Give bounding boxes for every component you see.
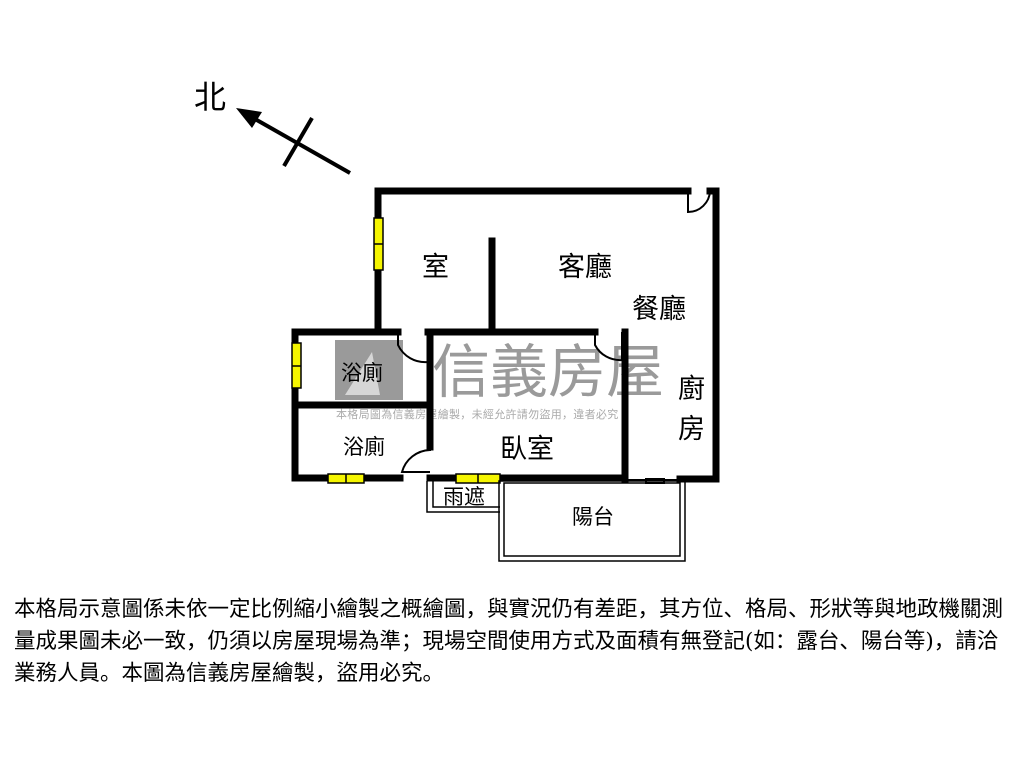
balcony-label: 陽台 — [572, 505, 614, 529]
room-label: 室 — [422, 252, 449, 283]
north-label: 北 — [194, 78, 226, 116]
kitchen-label-2: 房 — [678, 414, 705, 445]
kitchen-label-1: 廚 — [678, 374, 705, 405]
balcony-outline — [426, 480, 686, 562]
bathroom-2-label: 浴廁 — [343, 435, 385, 459]
arrow-head-icon — [236, 108, 262, 128]
doors — [397, 190, 711, 484]
door-entrance-icon — [687, 190, 711, 214]
windows — [291, 217, 501, 484]
bathroom-1-label: 浴廁 — [341, 361, 383, 385]
north-arrow: 北 — [194, 78, 351, 175]
living-room-label: 客廳 — [558, 252, 612, 283]
walls — [291, 187, 720, 484]
door-bath-icon — [397, 332, 429, 364]
watermark-brand: 信義房屋 — [432, 338, 664, 406]
door-kitchen-icon — [594, 332, 623, 362]
door-bath2-icon — [400, 447, 431, 473]
disclaimer-text: 本格局示意圖係未依一定比例縮小繪製之概繪圖，與實況仍有差距，其方位、格局、形狀等… — [14, 597, 1004, 686]
watermark: 信義房屋 本格局圖為信義房屋繪製，未經允許請勿盜用，違者必究 — [335, 338, 664, 421]
dining-room-label: 餐廳 — [632, 294, 686, 325]
watermark-notice: 本格局圖為信義房屋繪製，未經允許請勿盜用，違者必究 — [336, 407, 619, 421]
rain-shelter-label: 雨遮 — [443, 485, 485, 509]
bedroom-label: 臥室 — [500, 434, 554, 465]
